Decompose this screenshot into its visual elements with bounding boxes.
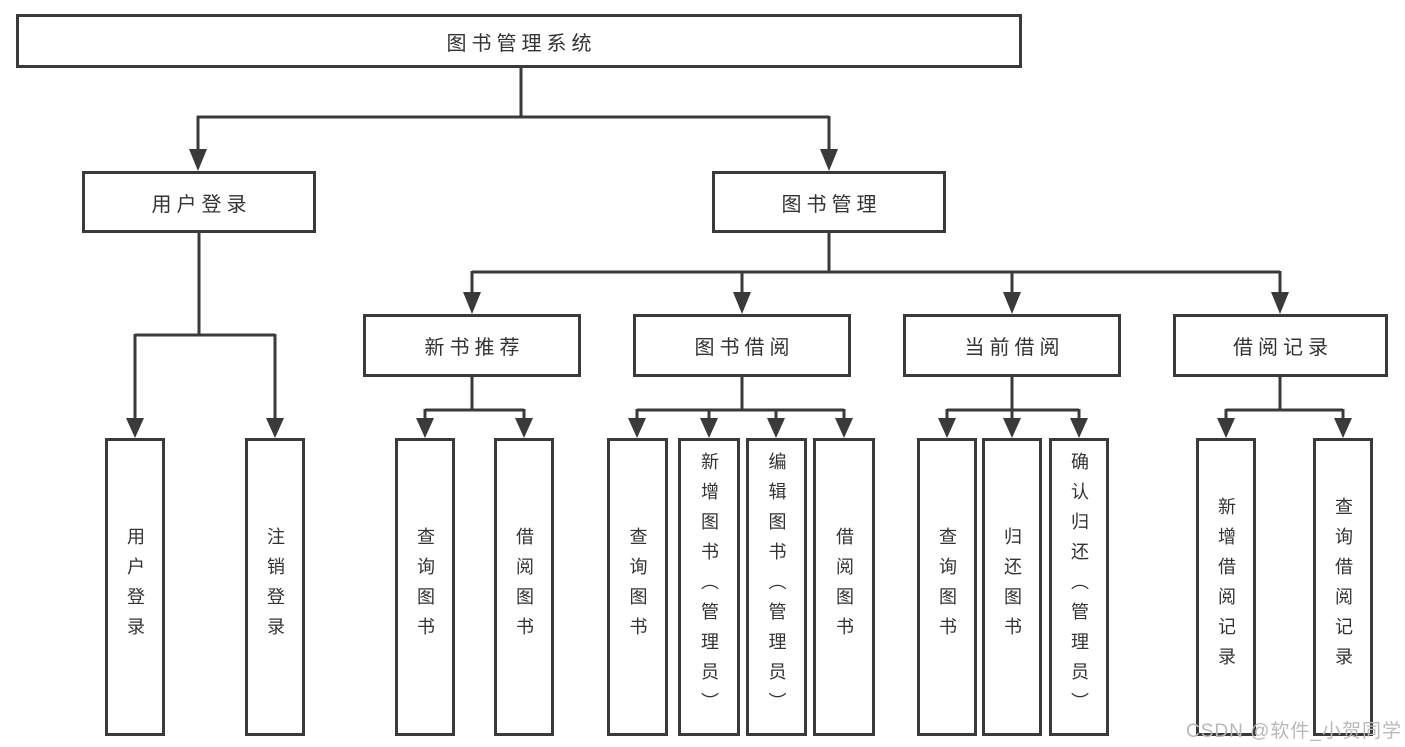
node-new-book-recommend: 新书推荐 (363, 314, 581, 377)
node-current-borrow: 当前借阅 (903, 314, 1121, 377)
leaf-edit-books-admin: 编辑图书（管理员） (746, 438, 807, 736)
leaf-query-books-borrow: 查询图书 (607, 438, 668, 736)
leaf-query-books-current: 查询图书 (917, 438, 977, 736)
node-library-management-system: 图书管理系统 (16, 14, 1022, 68)
node-borrow-records: 借阅记录 (1173, 314, 1388, 377)
node-book-management: 图书管理 (712, 171, 946, 233)
leaf-logout: 注销登录 (245, 438, 305, 736)
leaf-borrow-books-recommend: 借阅图书 (494, 438, 554, 736)
leaf-return-books: 归还图书 (982, 438, 1042, 736)
leaf-query-books-recommend: 查询图书 (395, 438, 455, 736)
arrowheads (126, 149, 1352, 438)
leaf-add-books-admin: 新增图书（管理员） (678, 438, 740, 736)
leaf-confirm-return-admin: 确认归还（管理员） (1049, 438, 1109, 736)
leaf-query-borrow-record: 查询借阅记录 (1313, 438, 1373, 736)
leaf-user-login: 用户登录 (105, 438, 165, 736)
node-book-borrow: 图书借阅 (633, 314, 851, 377)
leaf-add-borrow-record: 新增借阅记录 (1196, 438, 1256, 736)
csdn-watermark: CSDN @软件_小贺同学 (1186, 721, 1402, 742)
leaf-borrow-books: 借阅图书 (813, 438, 875, 736)
node-user-login: 用户登录 (82, 171, 316, 233)
